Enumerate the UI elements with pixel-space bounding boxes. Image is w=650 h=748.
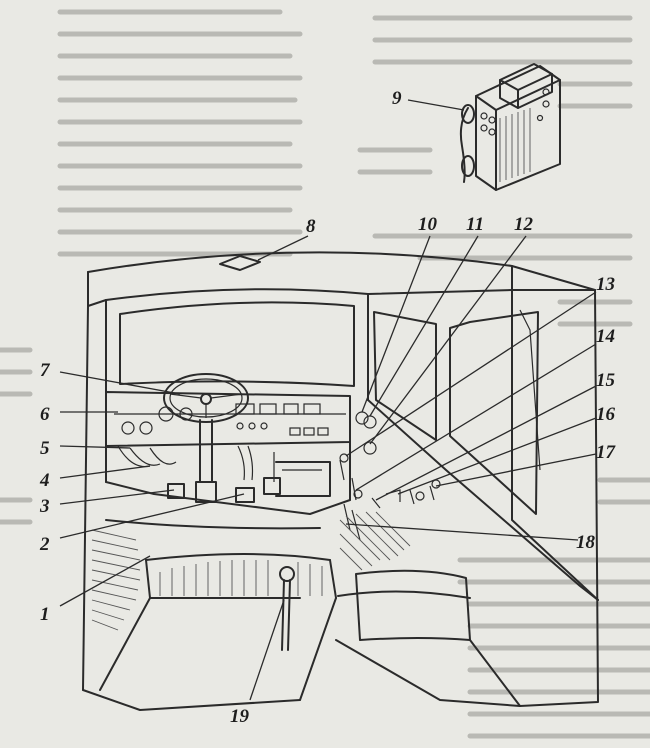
callout-6: 6 <box>40 404 50 425</box>
callout-17: 17 <box>596 442 617 463</box>
leader-8 <box>257 235 309 261</box>
callout-5: 5 <box>40 438 50 459</box>
steering-wheel <box>163 373 249 503</box>
leader-1 <box>59 555 151 607</box>
floor-and-engine-cover <box>99 481 351 701</box>
roof-lamp <box>219 255 261 271</box>
callout-16: 16 <box>596 404 616 425</box>
leader-16 <box>397 417 597 495</box>
callout-19: 19 <box>230 706 250 727</box>
instrument-panel <box>105 391 351 501</box>
leader-11 <box>369 235 479 417</box>
leader-4 <box>59 465 151 479</box>
callout-12: 12 <box>514 214 534 235</box>
leader-18 <box>345 523 579 541</box>
callout-8: 8 <box>306 216 316 237</box>
callout-15: 15 <box>596 370 616 391</box>
leader-5 <box>59 445 131 449</box>
leader-13 <box>345 291 597 457</box>
callout-10: 10 <box>418 214 438 235</box>
leader-14 <box>355 343 597 491</box>
callout-labels: 1 2 3 4 5 6 7 8 9 10 11 12 13 14 15 16 1… <box>39 88 617 727</box>
side-controls <box>339 411 441 541</box>
pedal-cluster <box>167 461 331 503</box>
callout-2: 2 <box>39 534 50 555</box>
leader-3 <box>59 489 175 505</box>
callout-9: 9 <box>392 88 402 109</box>
seat <box>335 569 521 707</box>
radio-box <box>459 63 561 191</box>
right-door <box>367 289 599 601</box>
show-through-text <box>0 9 650 739</box>
cab-shell <box>82 251 599 711</box>
callout-11: 11 <box>466 214 484 235</box>
leader-lines <box>59 99 597 701</box>
leader-19 <box>249 599 285 701</box>
engine-cover-hatching <box>159 560 323 596</box>
gear-lever <box>279 566 295 651</box>
windshield <box>105 293 369 401</box>
left-panel-hatching <box>91 529 141 631</box>
leader-9 <box>407 99 465 111</box>
callout-13: 13 <box>596 274 615 295</box>
callout-7: 7 <box>40 360 51 381</box>
leader-7 <box>59 371 181 395</box>
right-console-hatching <box>339 511 411 571</box>
callout-1: 1 <box>40 604 50 625</box>
callout-14: 14 <box>596 326 615 347</box>
leader-2 <box>59 493 245 539</box>
leader-10 <box>361 235 431 413</box>
leader-17 <box>435 453 597 487</box>
under-panel-wiring <box>117 445 275 482</box>
callout-18: 18 <box>576 532 596 553</box>
callout-3: 3 <box>39 496 50 517</box>
callout-4: 4 <box>39 470 50 491</box>
leader-15 <box>375 385 597 501</box>
leader-12 <box>369 235 527 445</box>
